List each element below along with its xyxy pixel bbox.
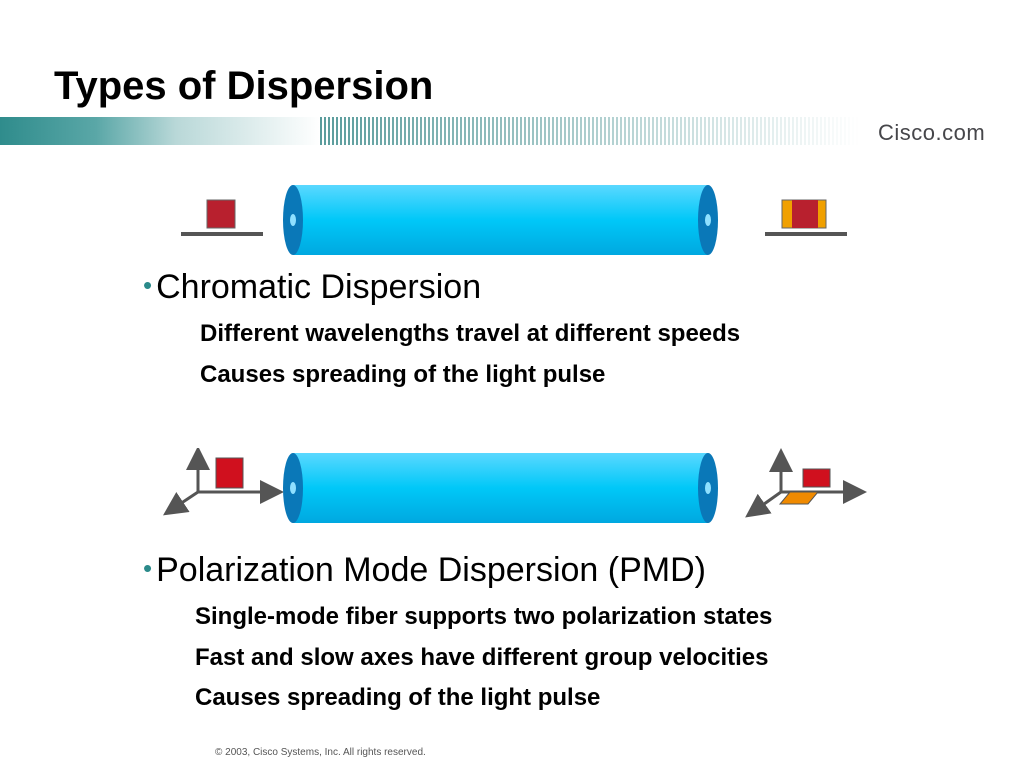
- output-horizontal-pulse: [778, 491, 820, 505]
- section-heading-chromatic: •Chromatic Dispersion: [143, 268, 482, 306]
- pmd-bullet-2: Fast and slow axes have different group …: [195, 644, 769, 671]
- chromatic-bullet-2: Causes spreading of the light pulse: [200, 361, 606, 388]
- chromatic-bullet-1: Different wavelengths travel at differen…: [200, 320, 741, 347]
- header-stripe-bar: [0, 117, 860, 145]
- pmd-bullet-1: Single-mode fiber supports two polarizat…: [195, 603, 773, 630]
- pmd-bullet-3: Causes spreading of the light pulse: [195, 684, 601, 711]
- output-vertical-pulse: [802, 468, 831, 488]
- output-baseline: [765, 232, 847, 236]
- copyright-footer: © 2003, Cisco Systems, Inc. All rights r…: [215, 747, 426, 758]
- pmd-diagram: [163, 448, 867, 523]
- fiber-body: [293, 185, 708, 255]
- fiber-body: [293, 453, 708, 523]
- chromatic-dispersion-diagram: [181, 185, 847, 255]
- input-axes-icon: [163, 448, 284, 516]
- input-pulse: [206, 199, 236, 229]
- page-title: Types of Dispersion: [54, 64, 434, 108]
- input-baseline: [181, 232, 263, 236]
- bullet-dot-icon: •: [143, 270, 153, 300]
- section-heading-pmd: •Polarization Mode Dispersion (PMD): [143, 551, 706, 589]
- input-pulse: [215, 457, 244, 489]
- cisco-logo: Cisco.com: [878, 120, 986, 145]
- bullet-dot-icon: •: [143, 553, 153, 583]
